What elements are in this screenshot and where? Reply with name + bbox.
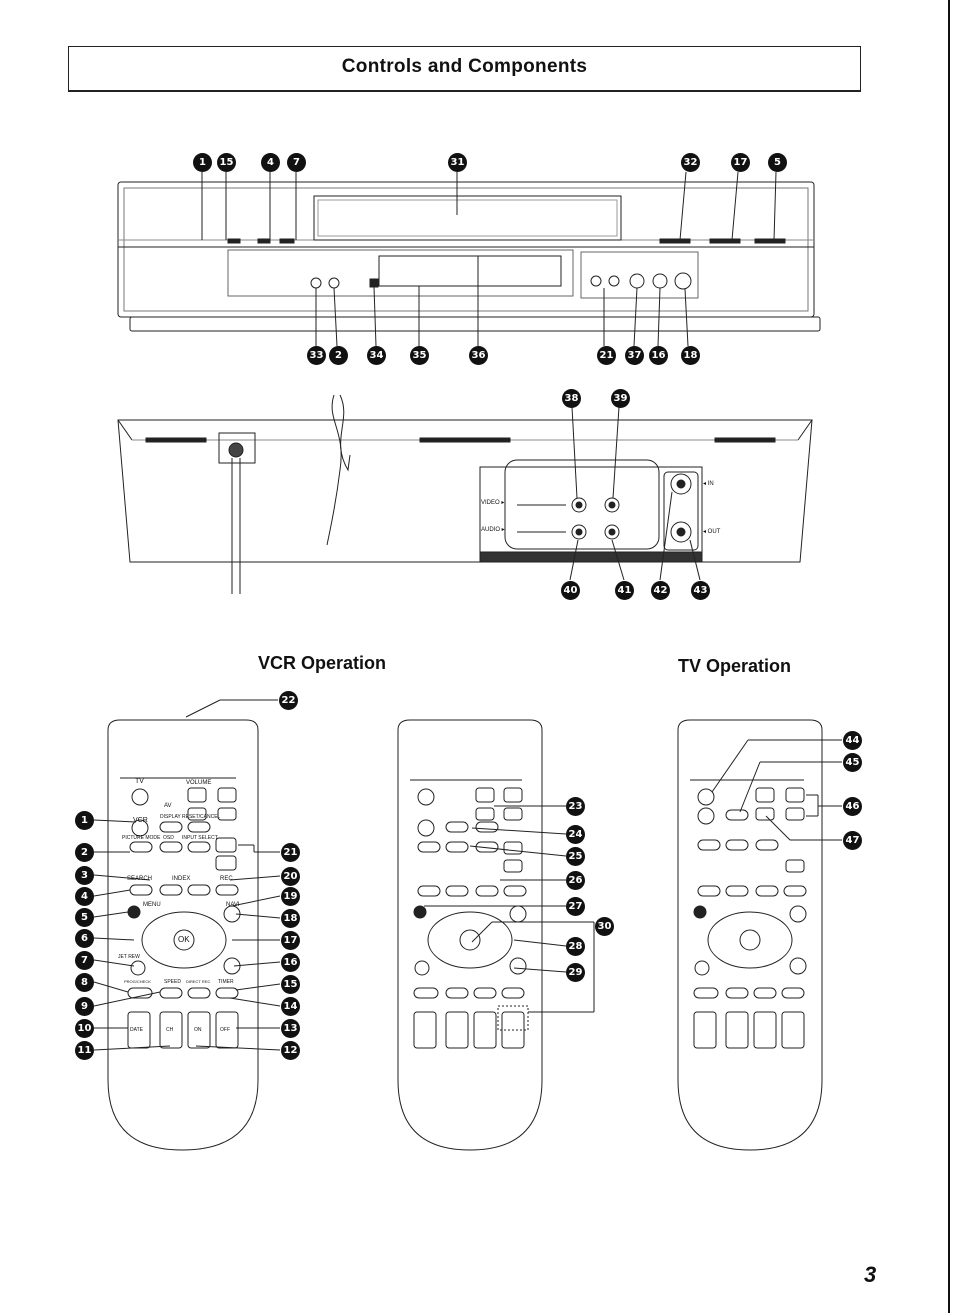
remote-rec-label: REC	[220, 876, 233, 882]
page-title: Controls and Components	[341, 56, 588, 77]
front-bottom-callout-2: 2	[329, 346, 348, 365]
remote-input-select-label: INPUT SELECT	[182, 835, 218, 841]
front-bottom-callout-18: 18	[681, 346, 700, 365]
remote-navi-label: NAVI	[226, 902, 240, 908]
remote-osd-label: OSD	[163, 835, 174, 841]
front-top-callout-7: 7	[287, 153, 306, 172]
remote-tv-label: TV	[135, 778, 144, 785]
vcr-remote-left-callout-10: 10	[75, 1019, 94, 1038]
vcr-remote-left-callout-4: 4	[75, 887, 94, 906]
mid-remote-callout-23: 23	[566, 797, 585, 816]
tv-operation-heading: TV Operation	[678, 656, 792, 676]
remote-volume-label: VOLUME	[186, 780, 212, 786]
front-bottom-callout-36: 36	[469, 346, 488, 365]
remote-menu-label: MENU	[143, 902, 161, 908]
vcr-remote-left-callout-6: 6	[75, 929, 94, 948]
front-top-callout-4: 4	[261, 153, 280, 172]
vcr-front-panel	[117, 171, 821, 347]
mid-remote-callout-28: 28	[566, 937, 585, 956]
vcr-remote-left-callout-2: 2	[75, 843, 94, 862]
vcr-operation-heading: VCR Operation	[258, 653, 387, 673]
vcr-remote-right-callout-13: 13	[281, 1019, 300, 1038]
page-number: 3	[864, 1262, 877, 1287]
remote-direct-rec-label: DIRECT REC	[186, 979, 211, 984]
remote-speed-label: SPEED	[164, 979, 181, 985]
title-box: Controls and Components	[68, 46, 861, 92]
vcr-remote-right-callout-19: 19	[281, 887, 300, 906]
vcr-remote-right-callout-15: 15	[281, 975, 300, 994]
front-top-callout-32: 32	[681, 153, 700, 172]
vcr-remote-right-callout-12: 12	[281, 1041, 300, 1060]
remote-av-label: AV	[164, 803, 172, 809]
remote-ch-label: CH	[166, 1027, 174, 1033]
remote-prog-check-label: PROG/CHECK	[124, 979, 151, 984]
rear-video-label: VIDEO ▸	[481, 500, 505, 506]
remote-display-label: DISPLAY	[160, 814, 181, 820]
remote-jet-rew-label: JET REW	[118, 954, 140, 960]
mid-remote-callout-27: 27	[566, 897, 585, 916]
mid-remote-callout-25: 25	[566, 847, 585, 866]
rear-top-callout-38: 38	[562, 389, 581, 408]
rear-bottom-callout-43: 43	[691, 581, 710, 600]
vcr-remote-right-callout-20: 20	[281, 867, 300, 886]
remote-timer-label: TIMER	[218, 979, 234, 985]
remote-vcr-label: VCR	[133, 817, 148, 824]
remote-search-label: SEARCH	[127, 876, 153, 882]
front-top-callout-15: 15	[217, 153, 236, 172]
mid-remote-callout-24: 24	[566, 825, 585, 844]
front-top-callout-31: 31	[448, 153, 467, 172]
front-bottom-callout-21: 21	[597, 346, 616, 365]
vcr-remote-left-callout-1: 1	[75, 811, 94, 830]
remote-date-label: DATE	[130, 1027, 143, 1033]
front-top-callout-5: 5	[768, 153, 787, 172]
remote-off-label: OFF	[220, 1027, 230, 1033]
mid-remote-callout-30: 30	[595, 917, 614, 936]
vcr-remote-drawing	[93, 699, 281, 1151]
vcr-remote-left-callout-5: 5	[75, 908, 94, 927]
vcr-remote-left-callout-11: 11	[75, 1041, 94, 1060]
rear-in-label: ◂ IN	[703, 481, 714, 487]
vcr-remote-right-callout-18: 18	[281, 909, 300, 928]
vcr-rear-panel	[117, 394, 813, 594]
front-top-callout-1: 1	[193, 153, 212, 172]
vcr-remote-left-callout-9: 9	[75, 997, 94, 1016]
remote-reset-label: RESET/CANCEL	[182, 814, 221, 820]
remote-ok-label: OK	[178, 935, 190, 944]
vcr-remote-right-callout-16: 16	[281, 953, 300, 972]
front-bottom-callout-35: 35	[410, 346, 429, 365]
rear-bottom-callout-40: 40	[561, 581, 580, 600]
remote-on-label: ON	[194, 1027, 202, 1033]
front-bottom-callout-34: 34	[367, 346, 386, 365]
vcr-remote-left-callout-8: 8	[75, 973, 94, 992]
rear-bottom-callout-41: 41	[615, 581, 634, 600]
vcr-remote-left-callout-3: 3	[75, 866, 94, 885]
tv-remote-drawing	[677, 719, 842, 1151]
front-bottom-callout-33: 33	[307, 346, 326, 365]
vcr-remote-right-callout-21: 21	[281, 843, 300, 862]
rear-out-label: ◂ OUT	[703, 529, 721, 535]
rear-audio-label: AUDIO ▸	[481, 527, 505, 533]
remote-index-label: INDEX	[172, 876, 191, 882]
mid-remote-callout-29: 29	[566, 963, 585, 982]
front-top-callout-17: 17	[731, 153, 750, 172]
rear-bottom-callout-42: 42	[651, 581, 670, 600]
page-edge-rule	[948, 0, 950, 1313]
vcr-remote-right-callout-17: 17	[281, 931, 300, 950]
remote-picture-mode-label: PICTURE MODE	[122, 835, 161, 841]
vcr-remote-top-callout-22: 22	[279, 691, 298, 710]
front-bottom-callout-37: 37	[625, 346, 644, 365]
vcr-remote-left-callout-7: 7	[75, 951, 94, 970]
tv-remote-callout-45: 45	[843, 753, 862, 772]
tv-remote-callout-47: 47	[843, 831, 862, 850]
mid-remote-callout-26: 26	[566, 871, 585, 890]
front-bottom-callout-16: 16	[649, 346, 668, 365]
tv-remote-callout-46: 46	[843, 797, 862, 816]
vcr-remote-right-callout-14: 14	[281, 997, 300, 1016]
tv-remote-callout-44: 44	[843, 731, 862, 750]
mid-remote-drawing	[397, 719, 595, 1151]
rear-top-callout-39: 39	[611, 389, 630, 408]
